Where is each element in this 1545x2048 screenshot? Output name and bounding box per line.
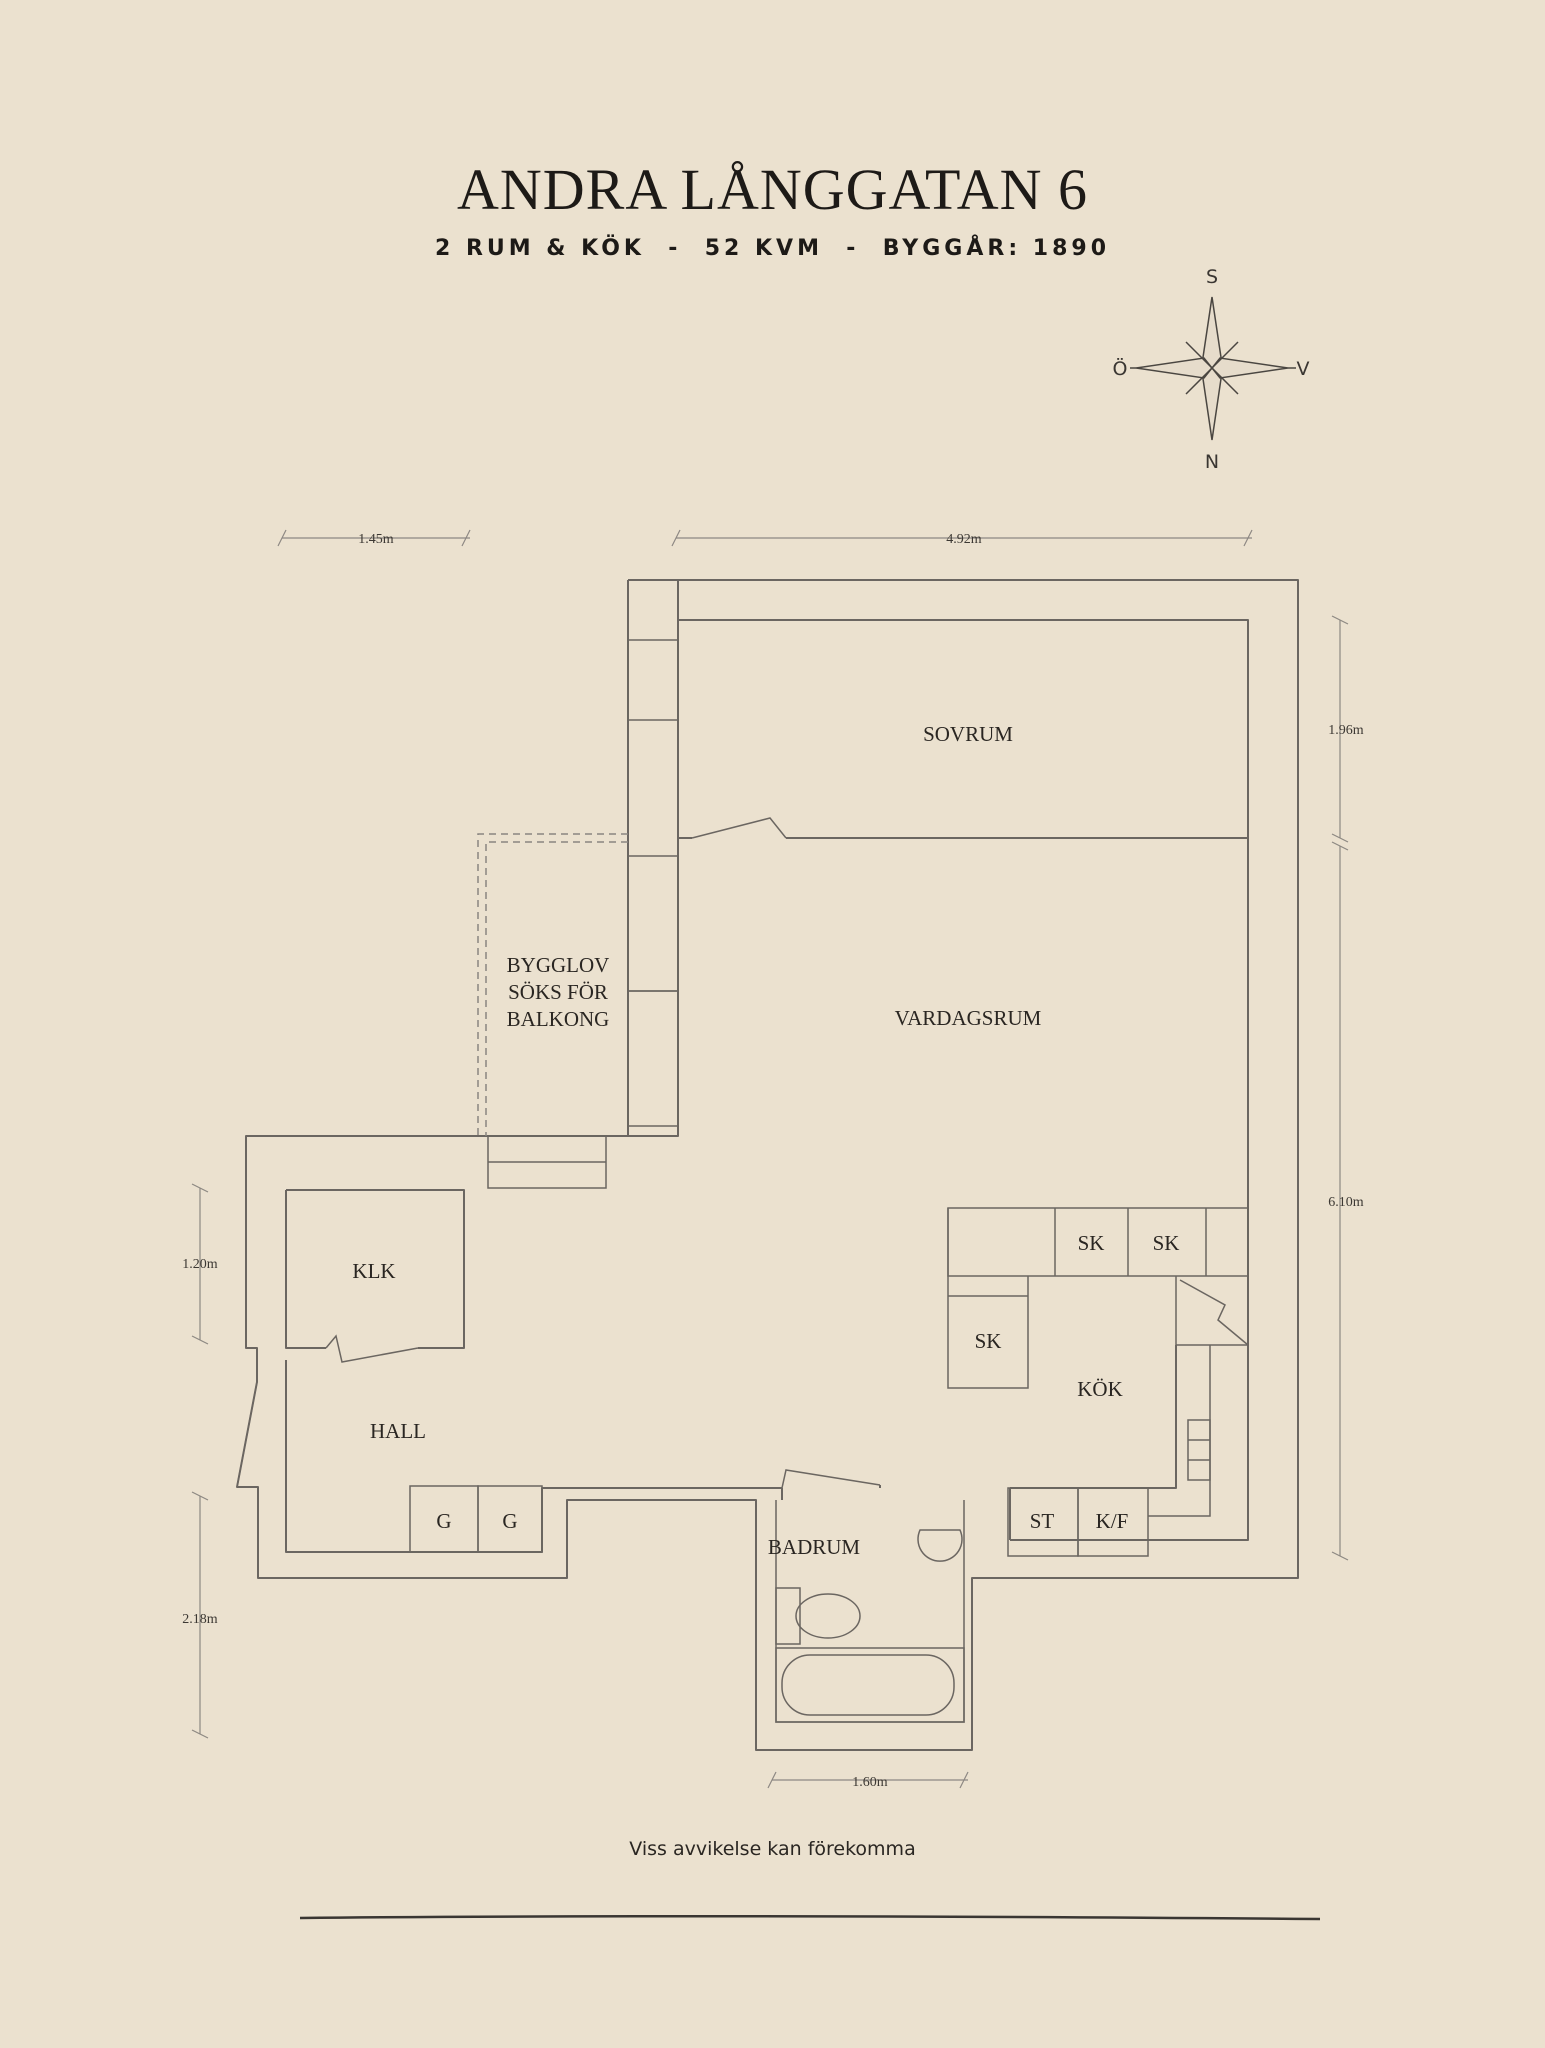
fixture-label-st: ST [1030, 1509, 1055, 1533]
bathtub-icon [781, 1654, 955, 1716]
fixture-label-sk: SK [1078, 1231, 1105, 1255]
compass-rose-icon: S N Ö V [1113, 266, 1310, 473]
fixture-label-sk: SK [975, 1329, 1002, 1353]
dimension-lines: 1.45m 4.92m 1.96m 6.10m 1.20m 2.18m 1.60… [182, 529, 1364, 1790]
dim-top-left: 1.45m [358, 532, 394, 547]
balcony-area [477, 833, 628, 1136]
windows [487, 639, 679, 1189]
outer-walls [236, 579, 1299, 1751]
bathroom-fixtures [775, 1469, 965, 1723]
room-label-badrum: BADRUM [768, 1535, 861, 1559]
room-label-kok: KÖK [1077, 1377, 1123, 1401]
kitchen-cabinets [947, 1207, 1249, 1557]
toilet-bowl-icon [795, 1593, 861, 1639]
room-label-klk: KLK [352, 1259, 395, 1283]
fixture-label-sk: SK [1153, 1231, 1180, 1255]
footer-note: Viss avvikelse kan förekomma [629, 1838, 916, 1860]
dim-bottom: 1.60m [852, 1775, 888, 1790]
dim-right-upper: 1.96m [1328, 723, 1364, 738]
page-subtitle: 2 RUM & KÖK - 52 KVM - BYGGÅR: 1890 [434, 236, 1111, 261]
fixture-label-kf: K/F [1096, 1509, 1129, 1533]
fixture-label-g: G [502, 1509, 517, 1533]
sovrum-divider [678, 817, 1248, 839]
hall-wardrobes [409, 1485, 543, 1553]
page-title: ANDRA LÅNGGATAN 6 [456, 157, 1088, 222]
room-label-vardagsrum: VARDAGSRUM [895, 1006, 1042, 1030]
compass-west-label: V [1297, 358, 1310, 380]
room-label-balkong-2: SÖKS FÖR [508, 980, 608, 1004]
dim-right-lower: 6.10m [1328, 1195, 1364, 1210]
room-label-balkong-3: BALKONG [507, 1007, 610, 1031]
compass-north-label: N [1205, 451, 1219, 473]
room-label-sovrum: SOVRUM [923, 722, 1013, 746]
klk-door [325, 1334, 419, 1363]
room-label-hall: HALL [370, 1419, 426, 1443]
entrance-door [236, 1381, 258, 1488]
compass-east-label: Ö [1113, 357, 1128, 380]
room-label-balkong-1: BYGGLOV [507, 953, 610, 977]
divider-stroke [299, 1914, 1321, 1921]
sink-icon [917, 1529, 963, 1562]
fixture-label-g: G [436, 1509, 451, 1533]
dim-left-upper: 1.20m [182, 1257, 218, 1272]
dim-top-right: 4.92m [946, 532, 982, 547]
dim-left-lower: 2.18m [182, 1612, 218, 1627]
toilet-tank-icon [775, 1587, 801, 1645]
compass-south-label: S [1206, 266, 1218, 288]
